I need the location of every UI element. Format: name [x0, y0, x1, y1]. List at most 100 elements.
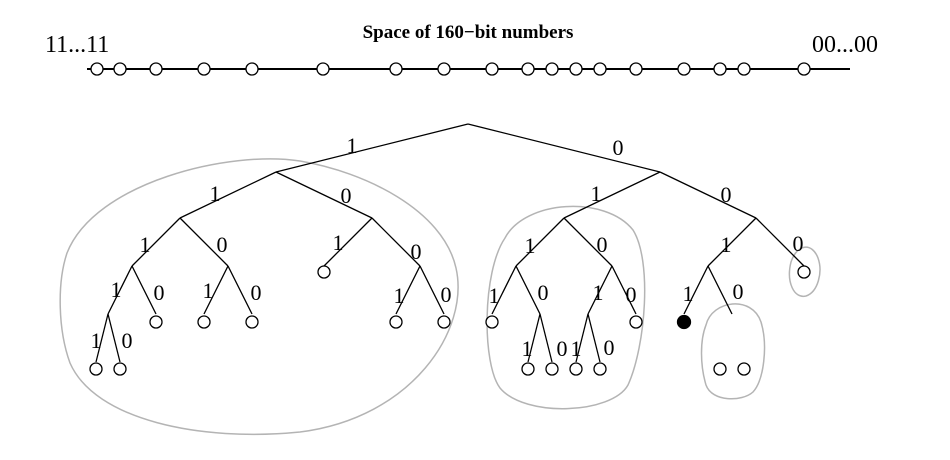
- number-line-point-8: [437, 62, 451, 76]
- tree-edge-7: [131, 217, 181, 267]
- number-line-point-14: [629, 62, 643, 76]
- tree-edge-27: [95, 313, 109, 363]
- edge-label-13: 1: [721, 232, 732, 257]
- edge-label-6: 0: [721, 182, 732, 207]
- number-line-point-7: [389, 62, 403, 76]
- edge-label-3: 1: [210, 181, 221, 206]
- tree-edge-15: [107, 265, 133, 315]
- edge-label-27: 1: [91, 328, 102, 353]
- number-line-point-3: [149, 62, 163, 76]
- edge-label-29: 1: [522, 336, 533, 361]
- number-line-point-9: [485, 62, 499, 76]
- tree-edge-31: [575, 313, 589, 363]
- tree-edge-16: [131, 265, 157, 315]
- tree-edge-25: [683, 265, 709, 315]
- tree-leaf-1: [317, 265, 331, 279]
- tree-leaf-15: [593, 362, 607, 376]
- edge-label-15: 1: [111, 277, 122, 302]
- tree-edge-2: [467, 123, 661, 173]
- tree-edge-3: [179, 171, 277, 219]
- edge-label-10: 0: [411, 239, 422, 264]
- tree-edge-4: [275, 171, 373, 219]
- tree-edge-22: [515, 265, 541, 315]
- tree-leaf-6: [389, 315, 403, 329]
- edge-label-28: 0: [122, 328, 133, 353]
- tree-edge-28: [107, 313, 121, 363]
- subtree-outline-prefix-0000: [788, 246, 821, 297]
- edge-label-25: 1: [683, 281, 694, 306]
- tree-leaf-5: [245, 315, 259, 329]
- edge-label-26: 0: [733, 279, 744, 304]
- number-line-point-5: [245, 62, 259, 76]
- tree-edge-32: [587, 313, 601, 363]
- tree-leaf-8: [485, 315, 499, 329]
- tree-edge-11: [515, 217, 565, 267]
- tree-leaf-4: [197, 315, 211, 329]
- tree-leaf-9: [629, 315, 643, 329]
- tree-edge-18: [227, 265, 253, 315]
- number-line-point-1: [90, 62, 104, 76]
- edge-label-5: 1: [591, 181, 602, 206]
- number-line-point-15: [677, 62, 691, 76]
- number-line-point-18: [797, 62, 811, 76]
- tree-leaf-7: [437, 315, 451, 329]
- tree-edge-20: [419, 265, 445, 315]
- tree-leaf-17: [737, 362, 751, 376]
- edge-label-31: 1: [571, 336, 582, 361]
- tree-edge-30: [539, 313, 553, 363]
- number-line-point-17: [737, 62, 751, 76]
- number-line-point-12: [569, 62, 583, 76]
- edge-label-9: 1: [333, 230, 344, 255]
- number-line-point-11: [545, 62, 559, 76]
- tree-edge-13: [707, 217, 757, 267]
- tree-edge-12: [563, 217, 613, 267]
- tree-edges: [95, 123, 805, 363]
- edge-label-16: 0: [154, 280, 165, 305]
- edge-label-2: 0: [613, 135, 624, 160]
- edge-label-12: 0: [597, 232, 608, 257]
- tree-edge-14: [755, 217, 805, 267]
- edge-label-8: 0: [217, 232, 228, 257]
- tree-leaf-13: [545, 362, 559, 376]
- edge-label-14: 0: [793, 231, 804, 256]
- tree-edge-19: [395, 265, 421, 315]
- tree-leaf-10: [89, 362, 103, 376]
- tree-leaf-12: [521, 362, 535, 376]
- axis-right-label: 00...00: [812, 32, 878, 58]
- number-line-point-10: [521, 62, 535, 76]
- axis-left-label: 11...11: [45, 32, 109, 58]
- tree-leaf-2: [797, 265, 811, 279]
- tree-edge-1: [275, 123, 469, 173]
- tree-edge-21: [491, 265, 517, 315]
- edge-label-21: 1: [489, 283, 500, 308]
- tree-leaf-3: [149, 315, 163, 329]
- edge-label-30: 0: [557, 336, 568, 361]
- number-line-point-4: [197, 62, 211, 76]
- tree-leaf-16: [713, 362, 727, 376]
- tree-edge-17: [203, 265, 229, 315]
- edge-label-24: 0: [626, 282, 637, 307]
- number-line-point-2: [113, 62, 127, 76]
- number-line-point-16: [713, 62, 727, 76]
- edge-label-18: 0: [251, 280, 262, 305]
- number-line-points: [90, 62, 811, 76]
- tree-edge-10: [371, 217, 421, 267]
- tree-edge-29: [527, 313, 541, 363]
- subtree-outline-prefix-01: [486, 205, 646, 410]
- own-node: [676, 314, 692, 330]
- edge-label-11: 1: [525, 233, 536, 258]
- edge-label-1: 1: [347, 133, 358, 158]
- diagram-title: Space of 160−bit numbers: [363, 22, 574, 43]
- number-line-point-6: [316, 62, 330, 76]
- edge-label-32: 0: [604, 335, 615, 360]
- edge-label-22: 0: [538, 280, 549, 305]
- tree-edge-24: [611, 265, 637, 315]
- tree-edge-26: [707, 265, 733, 315]
- edge-label-19: 1: [394, 283, 405, 308]
- number-line-point-13: [593, 62, 607, 76]
- tree-edge-9: [323, 217, 373, 267]
- edge-label-17: 1: [203, 278, 214, 303]
- tree-leaf-11: [113, 362, 127, 376]
